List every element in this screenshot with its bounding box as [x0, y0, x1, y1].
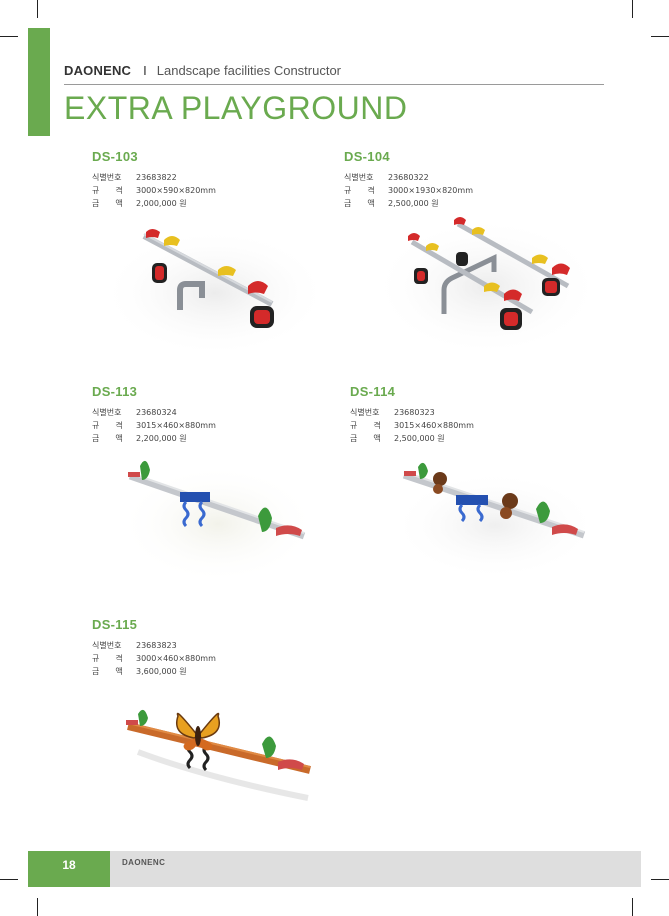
crop-mark	[37, 0, 38, 18]
crop-mark	[632, 898, 633, 916]
brand-separator: I	[143, 63, 147, 78]
spec-label-size: 규 격	[344, 186, 375, 195]
product-image-ds-114	[390, 462, 600, 575]
product-image-ds-113	[118, 458, 318, 578]
crop-mark	[37, 898, 38, 916]
product-image-ds-103	[100, 228, 325, 358]
spec-size-value: 3000×460×880mm	[136, 654, 216, 663]
spec-price-value: 3,600,000 원	[136, 667, 187, 676]
spec-price-row: 금 액 3,600,000 원	[92, 665, 362, 678]
spec-label-size: 규 격	[92, 654, 123, 663]
spec-label-price: 금 액	[92, 434, 123, 443]
spec-id-value: 23680323	[394, 408, 435, 417]
spec-label-price: 금 액	[92, 667, 123, 676]
product-ds-113: DS-113 식별번호 23680324 규 격 3015×460×880mm 금 …	[92, 384, 362, 445]
spec-price-row: 금 액 2,200,000 원	[92, 432, 362, 445]
spec-id-value: 23680324	[136, 408, 177, 417]
spec-size-row: 규 격 3015×460×880mm	[350, 419, 620, 432]
product-image-ds-104	[372, 217, 597, 357]
spec-price-value: 2,500,000 원	[388, 199, 439, 208]
spec-price-value: 2,000,000 원	[136, 199, 187, 208]
footer-brand: DAONENC	[122, 858, 166, 867]
spec-label-size: 규 격	[92, 186, 123, 195]
product-code: DS-115	[92, 617, 138, 632]
spec-price-row: 금 액 2,000,000 원	[92, 197, 362, 210]
spec-price-row: 금 액 2,500,000 원	[350, 432, 620, 445]
product-image-ds-115	[126, 709, 311, 801]
spec-label-size: 규 격	[92, 421, 123, 430]
header-accent-tab	[28, 28, 50, 136]
product-ds-104: DS-104 식별번호 23680322 규 격 3000×1930×820mm 금…	[344, 149, 614, 210]
spec-size-value: 3000×590×820mm	[136, 186, 216, 195]
spec-id-row: 식별번호 23683823	[92, 639, 362, 652]
spec-price-value: 2,500,000 원	[394, 434, 445, 443]
spec-label-id: 식별번호	[92, 173, 122, 182]
product-code: DS-103	[92, 149, 138, 164]
spec-id-value: 23683823	[136, 641, 177, 650]
spec-label-price: 금 액	[92, 199, 123, 208]
spec-id-row: 식별번호 23683822	[92, 171, 362, 184]
product-ds-114: DS-114 식별번호 23680323 규 격 3015×460×880mm 금 …	[350, 384, 620, 445]
spec-size-value: 3000×1930×820mm	[388, 186, 473, 195]
spec-size-row: 규 격 3000×460×880mm	[92, 652, 362, 665]
spec-size-value: 3015×460×880mm	[136, 421, 216, 430]
spec-size-row: 규 격 3000×1930×820mm	[344, 184, 614, 197]
product-code: DS-113	[92, 384, 138, 399]
product-code: DS-104	[344, 149, 390, 164]
spec-label-id: 식별번호	[350, 408, 380, 417]
crop-mark	[0, 36, 18, 37]
header-divider	[64, 84, 604, 85]
brand-tagline: Landscape facilities Constructor	[156, 63, 342, 78]
product-code: DS-114	[350, 384, 396, 399]
page-title: EXTRA PLAYGROUND	[64, 90, 408, 126]
spec-label-id: 식별번호	[344, 173, 374, 182]
spec-label-size: 규 격	[350, 421, 381, 430]
page-number: 18	[62, 858, 76, 872]
spec-id-value: 23683822	[136, 173, 177, 182]
footer-bar	[28, 851, 641, 887]
product-ds-103: DS-103 식별번호 23683822 규 격 3000×590×820mm 금 …	[92, 149, 362, 210]
spec-price-value: 2,200,000 원	[136, 434, 187, 443]
spec-id-row: 식별번호 23680322	[344, 171, 614, 184]
spec-label-id: 식별번호	[92, 641, 122, 650]
spec-label-price: 금 액	[350, 434, 381, 443]
footer-page-tab	[28, 851, 110, 887]
spec-size-row: 규 격 3015×460×880mm	[92, 419, 362, 432]
crop-mark	[651, 879, 669, 880]
spec-label-price: 금 액	[344, 199, 375, 208]
spec-id-row: 식별번호 23680323	[350, 406, 620, 419]
spec-id-value: 23680322	[388, 173, 429, 182]
spec-id-row: 식별번호 23680324	[92, 406, 362, 419]
brand-name: DAONENC	[64, 63, 132, 78]
product-ds-115: DS-115 식별번호 23683823 규 격 3000×460×880mm 금 …	[92, 617, 362, 678]
crop-mark	[632, 0, 633, 18]
spec-size-value: 3015×460×880mm	[394, 421, 474, 430]
spec-price-row: 금 액 2,500,000 원	[344, 197, 614, 210]
header-brand-line: DAONENC I Landscape facilities Constructor	[64, 63, 341, 78]
crop-mark	[0, 879, 18, 880]
crop-mark	[651, 36, 669, 37]
spec-label-id: 식별번호	[92, 408, 122, 417]
spec-size-row: 규 격 3000×590×820mm	[92, 184, 362, 197]
